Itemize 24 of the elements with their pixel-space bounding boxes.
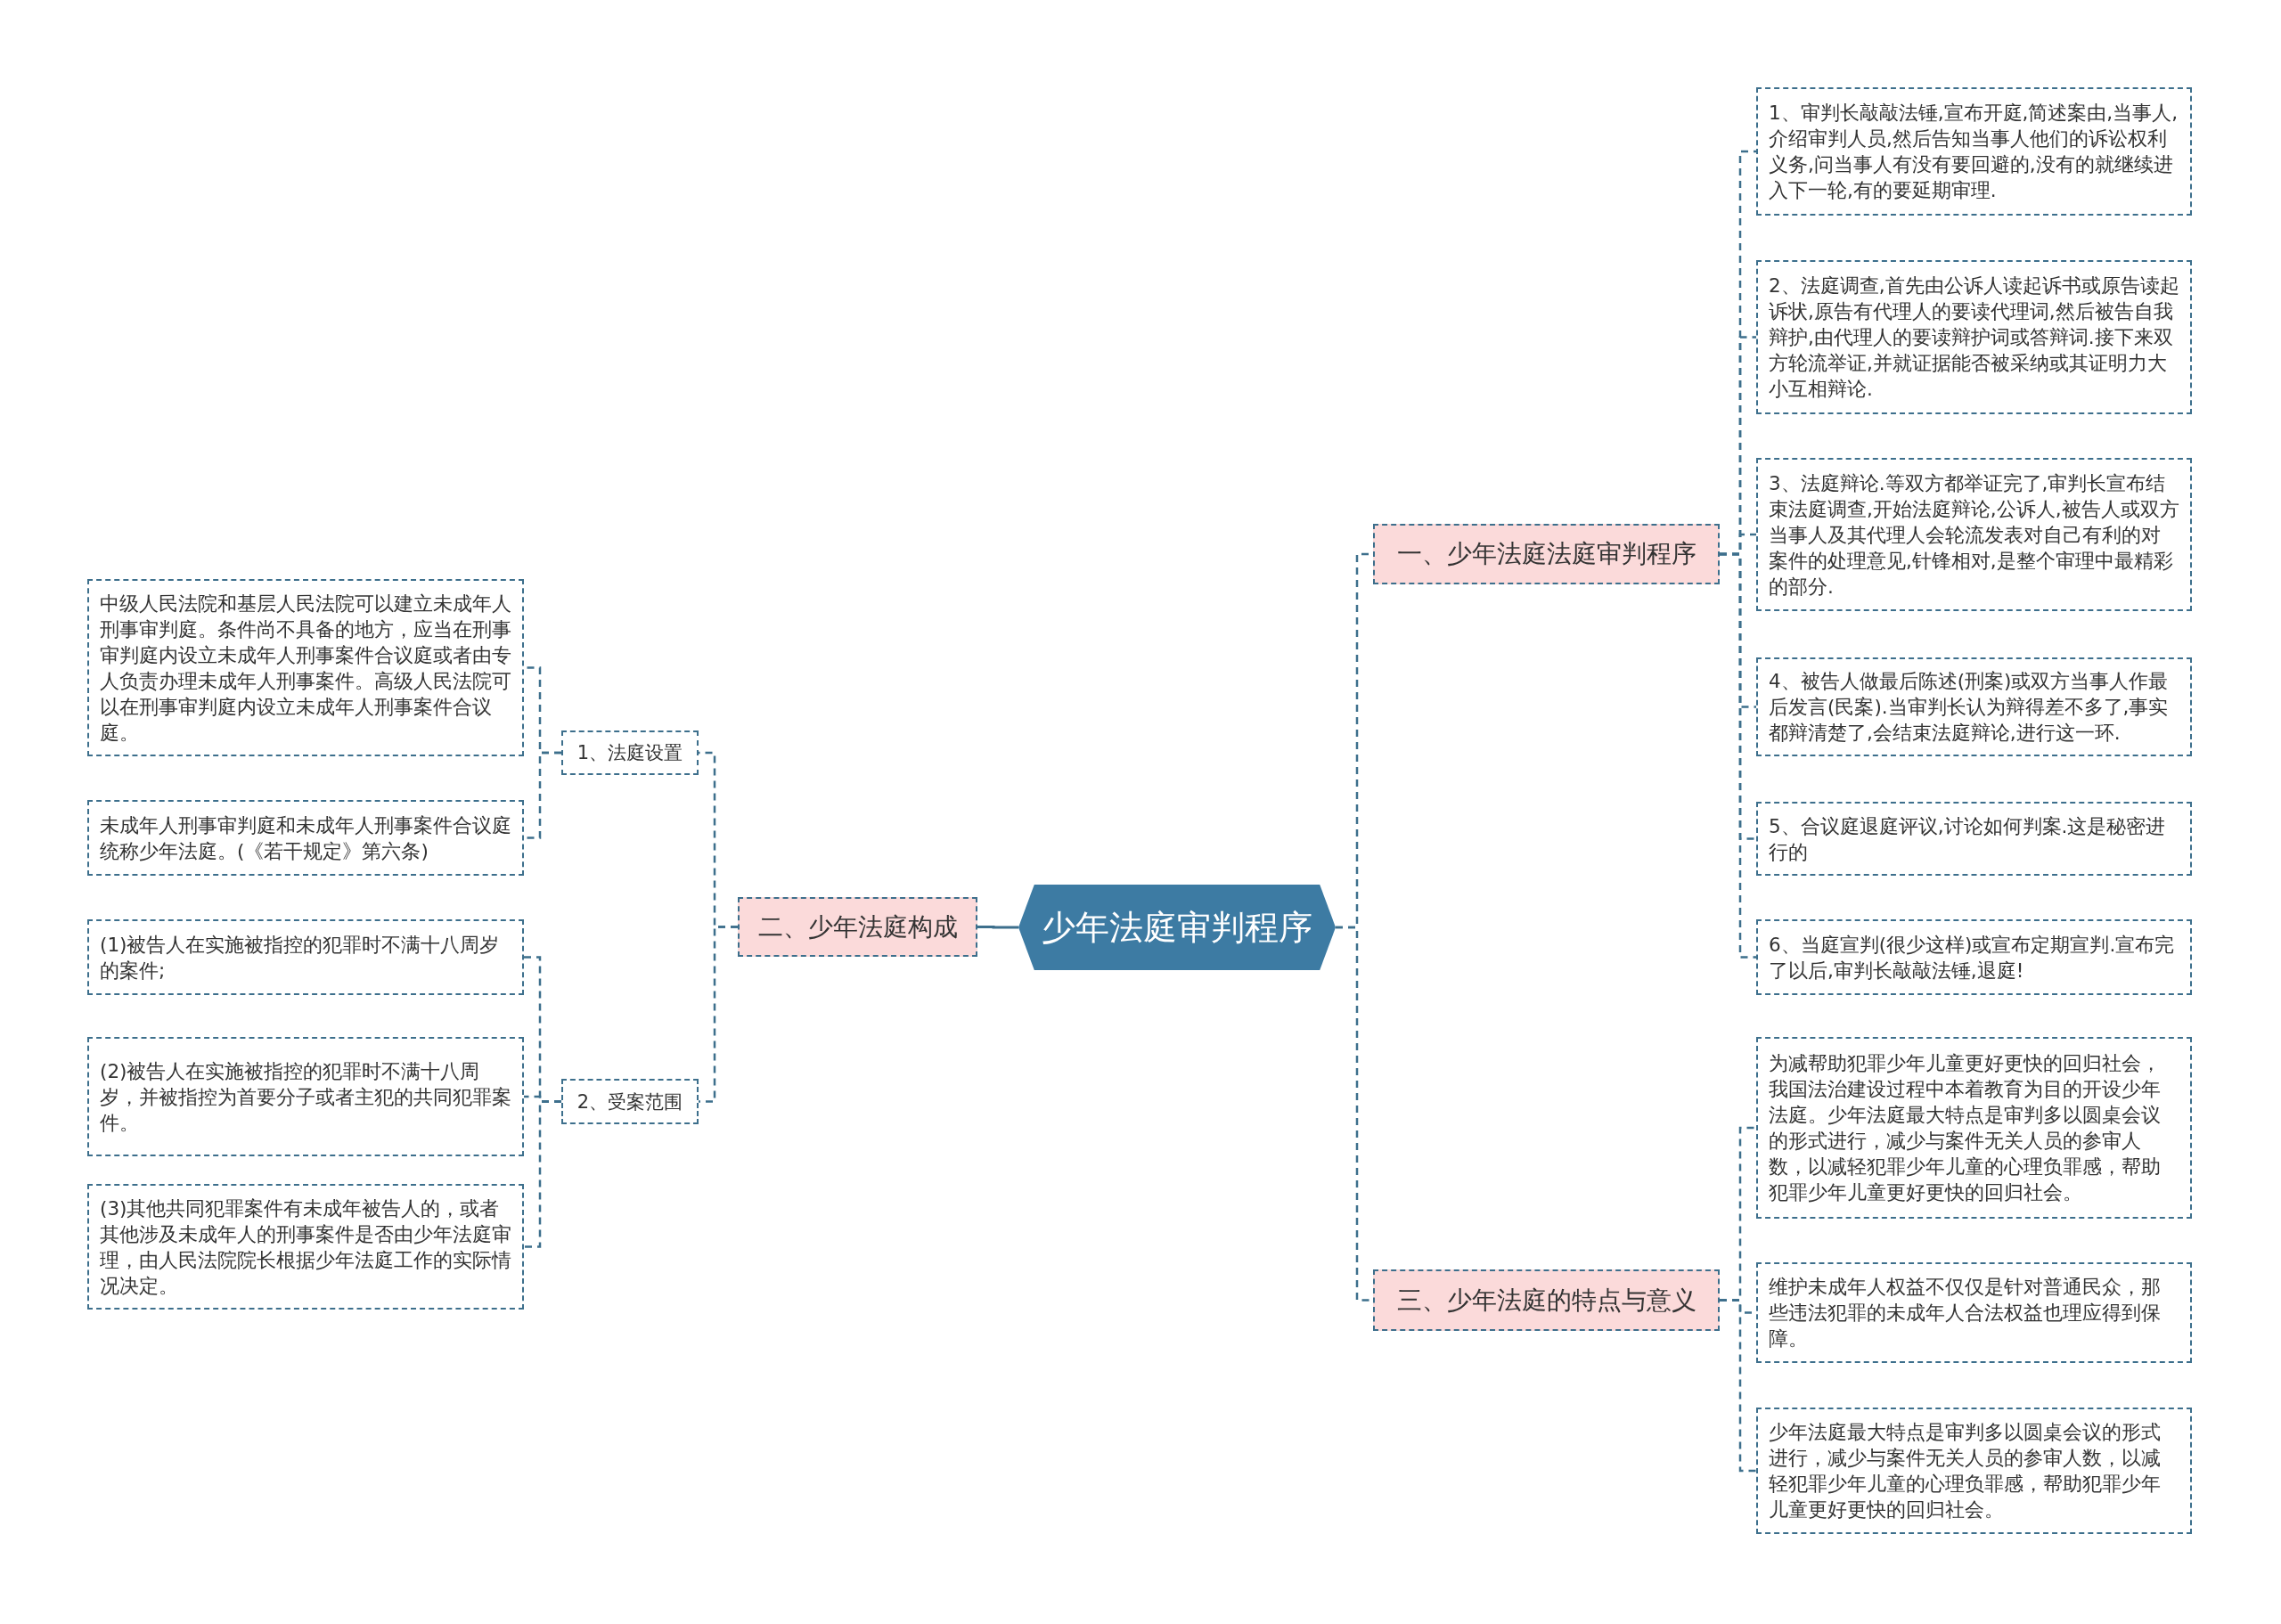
text-card: 3、法庭辩论.等双方都举证完了,审判长宣布结束法庭调查,开始法庭辩论,公诉人,被告人或双方当事人及其代理人会轮流发表对自己有利的对案件的处理意见,针锋相对,是整个审理中最精彩的部分. xyxy=(1756,458,2192,611)
text-card: 4、被告人做最后陈述(刑案)或双方当事人作最后发言(民案).当审判长认为辩得差不多了,事实都辩清楚了,会结束法庭辩论,进行这一环. xyxy=(1756,657,2192,756)
text-card: 未成年人刑事审判庭和未成年人刑事案件合议庭统称少年法庭。(《若干规定》第六条) xyxy=(87,800,524,876)
text-card: (3)其他共同犯罪案件有未成年被告人的，或者其他涉及未成年人的刑事案件是否由少年法庭审理，由人民法院院长根据少年法庭工作的实际情况决定。 xyxy=(87,1184,524,1310)
connector-line xyxy=(1720,1299,1756,1473)
branch-topic: 二、少年法庭构成 xyxy=(738,897,977,957)
text-card: (2)被告人在实施被指控的犯罪时不满十八周岁，并被指控为首要分子或者主犯的共同犯罪案件。 xyxy=(87,1037,524,1156)
text-card: 中级人民法院和基层人民法院可以建立未成年人刑事审判庭。条件尚不具备的地方，应当在刑事审判庭内设立未成年人刑事案件合议庭或者由专人负责办理未成年人刑事案件。高级人民法院可以在刑事审判庭内设立未成年人刑事案件合议庭。 xyxy=(87,579,524,756)
text-card: 2、法庭调查,首先由公诉人读起诉书或原告读起诉状,原告有代理人的要读代理词,然后被告自我辩护,由代理人的要读辩护词或答辩词.接下来双方轮流举证,并就证据能否被采纳或其证明力大小互相辩论. xyxy=(1756,260,2192,414)
text-card: (1)被告人在实施被指控的犯罪时不满十八周岁的案件; xyxy=(87,919,524,995)
subtopic-box: 1、法庭设置 xyxy=(561,730,699,775)
text-card: 6、当庭宣判(很少这样)或宣布定期宣判.宣布完了以后,审判长敲敲法锤,退庭! xyxy=(1756,919,2192,995)
branch-topic: 三、少年法庭的特点与意义 xyxy=(1373,1269,1720,1331)
text-card: 为减帮助犯罪少年儿童更好更快的回归社会，我国法治建设过程中本着教育为目的开设少年法庭。少年法庭最大特点是审判多以圆桌会议的形式进行，减少与案件无关人员的参审人数，以减轻犯罪少年儿童的心理负罪感，帮助犯罪少年儿童更好更快的回归社会。 xyxy=(1756,1037,2192,1219)
connector-line xyxy=(524,1100,561,1248)
subtopic-box: 2、受案范围 xyxy=(561,1079,699,1124)
text-card: 维护未成年人权益不仅仅是针对普通民众，那些违法犯罪的未成年人合法权益也理应得到保障。 xyxy=(1756,1262,2192,1363)
branch-topic: 一、少年法庭法庭审判程序 xyxy=(1373,524,1720,584)
connector-line xyxy=(977,926,1018,929)
connector-line xyxy=(1720,552,1756,959)
text-card: 5、合议庭退庭评议,讨论如何判案.这是秘密进行的 xyxy=(1756,802,2192,876)
central-topic: 少年法庭审判程序 xyxy=(1018,885,1336,970)
text-card: 少年法庭最大特点是审判多以圆桌会议的形式进行，减少与案件无关人员的参审人数，以减轻犯罪少年儿童的心理负罪感，帮助犯罪少年儿童更好更快的回归社会。 xyxy=(1756,1408,2192,1534)
text-card: 1、审判长敲敲法锤,宣布开庭,简述案由,当事人,介绍审判人员,然后告知当事人他们的诉讼权利义务,问当事人有没有要回避的,没有的就继续进入下一轮,有的要延期审理. xyxy=(1756,87,2192,216)
